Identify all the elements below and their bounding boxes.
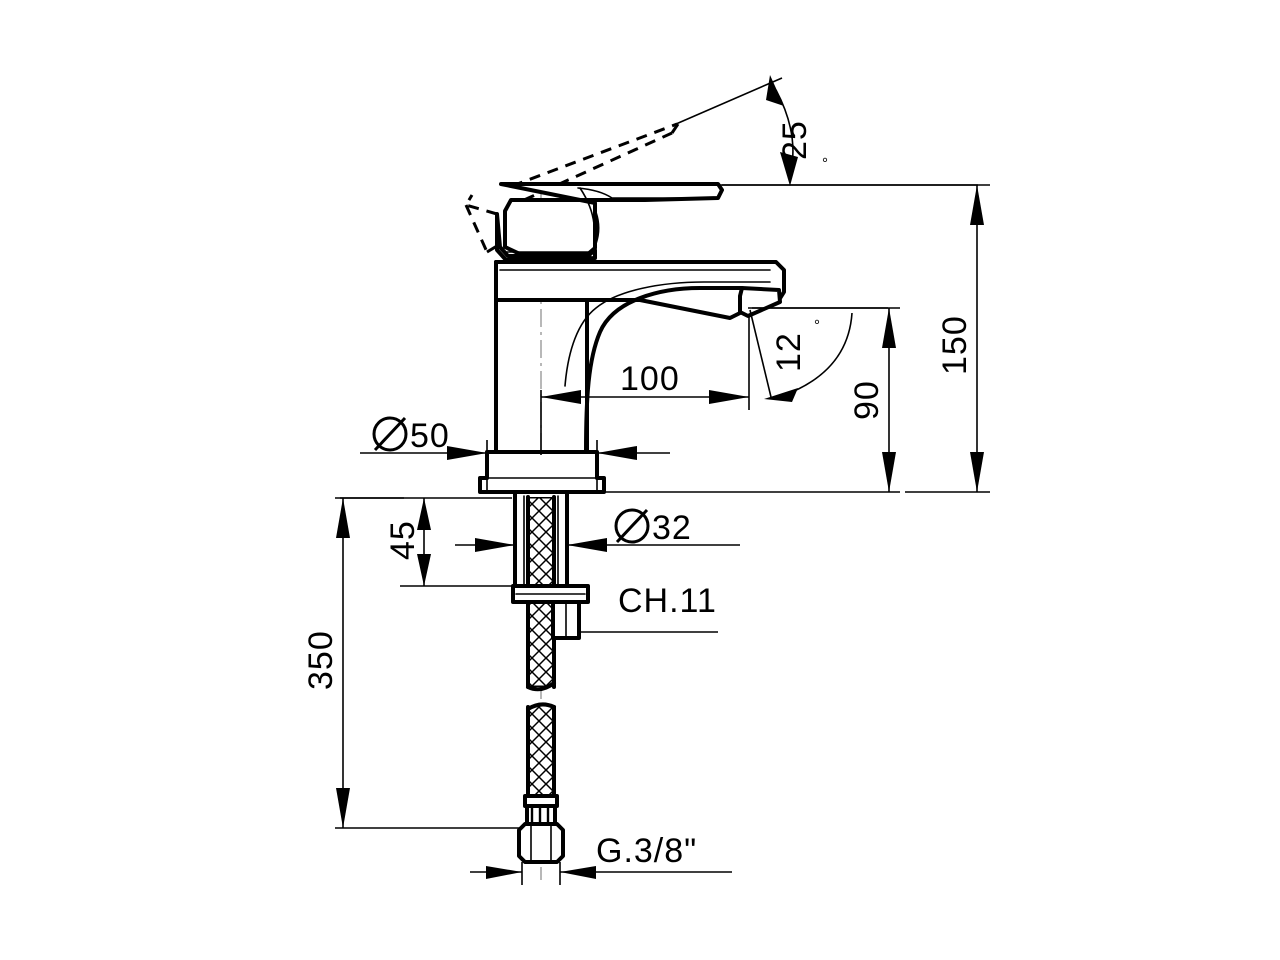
dimension-hose-length-350: 350 [302, 497, 520, 829]
note-nut-size-ch11: CH.11 [578, 582, 718, 633]
lever-handle [495, 182, 724, 262]
dimension-shank-diameter-32: 32 [455, 500, 740, 560]
dimension-label-90: 90 [848, 380, 886, 420]
dimension-spout-reach-100: 100 [540, 316, 750, 455]
dimension-deck-thickness-45: 45 [340, 497, 512, 587]
flexible-hose-lower [526, 702, 556, 799]
dimension-label-32: 32 [652, 509, 692, 547]
angle-dimension-lever-25: 25 ° [675, 75, 978, 186]
dimension-label-100: 100 [620, 360, 680, 398]
base-escutcheon [478, 450, 606, 494]
faucet-body-and-spout [494, 260, 786, 454]
dimension-label-350: 350 [302, 630, 340, 690]
degree-symbol-25: ° [822, 155, 828, 172]
dimension-spout-height-90: 90 [600, 307, 900, 493]
diameter-symbol-32 [614, 508, 650, 544]
dimension-overall-height-150: 150 [722, 184, 990, 493]
note-label-g38: G.3/8" [596, 832, 697, 870]
dimension-label-50: 50 [410, 417, 450, 455]
diameter-symbol-50 [372, 416, 408, 452]
fixing-nut-ch11 [511, 584, 590, 640]
dimension-base-diameter-50: 50 [360, 416, 670, 492]
dimension-label-45: 45 [384, 520, 422, 560]
note-supply-thread-g38: G.3/8" [470, 832, 732, 885]
angle-label-25: 25 [776, 120, 814, 160]
angle-label-12: 12 [770, 332, 808, 372]
degree-symbol-12: ° [814, 317, 820, 334]
note-label-ch11: CH.11 [618, 582, 717, 620]
dimension-label-150: 150 [936, 315, 974, 375]
hose-end-connector [517, 794, 565, 864]
